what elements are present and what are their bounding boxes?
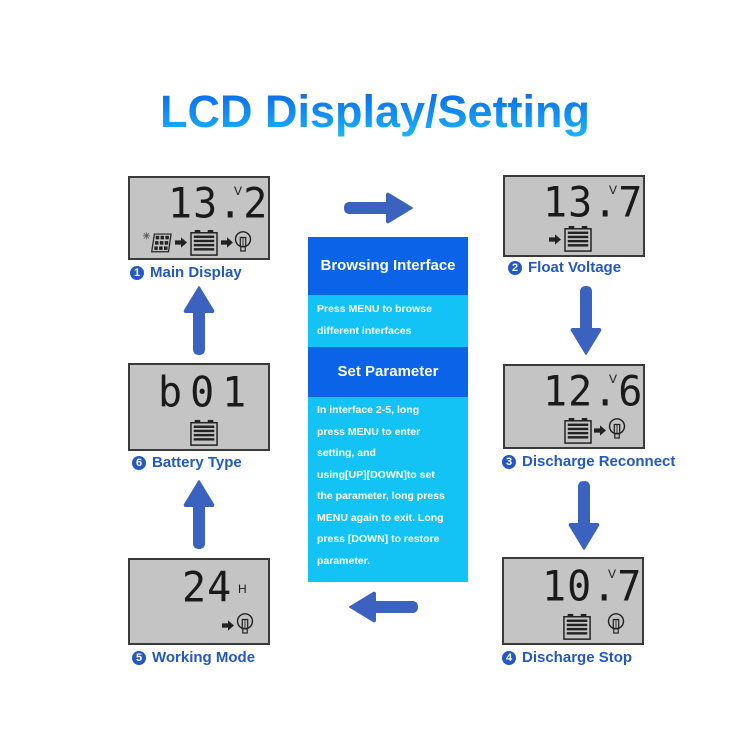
browsing-text-line: Press MENU to browse	[317, 303, 432, 315]
browsing-interface-body: Press MENU to browse different interface…	[308, 295, 468, 347]
lcd-float-voltage: 13.7 V	[503, 175, 645, 257]
step-number: 1	[130, 266, 144, 280]
battery-icon	[190, 419, 218, 447]
step-number: 2	[508, 261, 522, 275]
arrow-right-icon	[594, 425, 606, 436]
lcd-value: 13.7	[543, 178, 644, 228]
lcd-main-display: 13.2 V	[128, 176, 270, 260]
lcd-working-mode: 24 H	[128, 558, 270, 645]
step-number: 6	[132, 456, 146, 470]
battery-icon	[564, 226, 592, 252]
step-number: 4	[502, 651, 516, 665]
lcd-discharge-reconnect: 12.6 V	[503, 364, 645, 449]
set-text-line: MENU again to exit. Long	[317, 511, 444, 524]
battery-icon	[564, 418, 592, 444]
lcd-unit: V	[234, 184, 243, 198]
lcd-value: b01	[158, 368, 255, 418]
lcd-battery-type: b01	[128, 363, 270, 451]
set-text-line: the parameter, long press	[317, 490, 445, 502]
arrow-up-icon	[183, 479, 215, 551]
lcd-unit: V	[609, 372, 618, 386]
step-number: 3	[502, 455, 516, 469]
step-number: 5	[132, 651, 146, 665]
lcd-unit: V	[608, 567, 617, 581]
bulb-icon	[236, 613, 254, 635]
lcd-unit: H	[238, 582, 247, 596]
arrow-right-icon	[221, 237, 233, 248]
battery-icon	[190, 230, 218, 256]
lcd-value: 10.7	[542, 562, 643, 612]
instructions-panel: Browsing Interface Press MENU to browse …	[308, 237, 468, 582]
lcd-value: 12.6	[543, 367, 644, 417]
set-parameter-header: Set Parameter	[308, 347, 468, 397]
set-text-line: using[UP][DOWN]to set	[317, 468, 435, 481]
lcd-unit: V	[609, 183, 618, 197]
arrow-right-icon	[222, 620, 234, 631]
arrow-left-icon	[348, 591, 420, 623]
browsing-interface-title: Browsing Interface	[320, 257, 456, 274]
battery-icon	[563, 613, 591, 641]
set-text-line: press [DOWN] to restore	[317, 533, 440, 545]
arrow-right-icon	[175, 237, 187, 248]
lcd-discharge-stop: 10.7 V	[502, 557, 644, 645]
arrow-right-icon	[342, 192, 414, 224]
bulb-icon	[607, 613, 625, 635]
browsing-interface-header: Browsing Interface	[308, 237, 468, 295]
arrow-down-icon	[570, 284, 602, 356]
arrow-down-icon	[568, 479, 600, 551]
set-parameter-body: In interface 2-5, long press MENU to ent…	[308, 397, 468, 582]
browsing-text-line: different interfaces	[317, 324, 412, 337]
set-text-line: setting, and	[317, 447, 376, 459]
bulb-icon	[234, 231, 252, 253]
set-text-line: In interface 2-5, long	[317, 404, 420, 416]
set-text-line: press MENU to enter	[317, 425, 421, 438]
solar-panel-icon	[142, 231, 172, 253]
arrow-right-icon	[549, 234, 561, 245]
arrow-up-icon	[183, 285, 215, 357]
set-text-line: parameter.	[317, 554, 371, 567]
set-parameter-title: Set Parameter	[337, 363, 439, 380]
lcd-value: 24	[182, 563, 233, 613]
lcd-value: 13.2	[168, 179, 269, 229]
bulb-icon	[608, 418, 626, 440]
page-title: LCD Display/Setting	[0, 84, 750, 140]
